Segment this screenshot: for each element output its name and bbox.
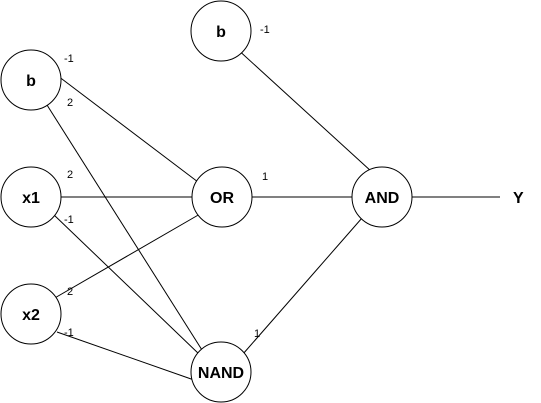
node-nand-label: NAND [198, 365, 244, 382]
node-x1: x1 [0, 166, 62, 228]
edges [46, 46, 500, 381]
edge-nand-to-and [242, 217, 363, 355]
node-x2-label: x2 [22, 307, 40, 324]
node-x2: x2 [0, 283, 62, 345]
node-or-circle [191, 166, 253, 228]
node-b-top: b [190, 0, 252, 62]
node-b-left: b [0, 49, 62, 111]
weight-x2-nand: -1 [64, 327, 74, 339]
node-b-left-label: b [26, 73, 36, 90]
node-nand: NAND [190, 341, 252, 403]
node-b-top-label: b [216, 24, 226, 41]
weight-b-left-or: -1 [64, 53, 74, 65]
node-b-left-circle [0, 49, 62, 111]
node-nand-circle [190, 341, 252, 403]
weight-x1-or: 2 [67, 169, 73, 181]
edge-x2-to-nand [56, 331, 195, 381]
weight-x1-nand: -1 [64, 214, 74, 226]
node-x1-label: x1 [22, 190, 40, 207]
node-and-label: AND [365, 190, 400, 207]
node-and: AND [351, 166, 413, 228]
node-b-top-circle [190, 0, 252, 62]
edge-x1-to-nand [52, 213, 201, 356]
node-and-circle [351, 166, 413, 228]
weight-b-left-nand: 2 [67, 97, 73, 109]
weight-labels: -1 -1 2 2 -1 2 -1 1 1 [64, 24, 270, 340]
edge-b-left-to-nand [46, 104, 203, 351]
output-label: Y [513, 190, 524, 207]
node-x1-circle [0, 166, 62, 228]
weight-x2-or: 2 [67, 286, 73, 298]
weight-or-and: 1 [262, 171, 268, 183]
node-or-label: OR [210, 190, 234, 207]
node-or: OR [191, 166, 253, 228]
edge-b-left-to-or [57, 75, 199, 183]
edge-b-top-to-and [234, 46, 373, 173]
edge-x2-to-or [52, 213, 201, 300]
node-x2-circle [0, 283, 62, 345]
weight-b-top-and: -1 [260, 24, 270, 36]
weight-nand-and: 1 [254, 328, 260, 340]
